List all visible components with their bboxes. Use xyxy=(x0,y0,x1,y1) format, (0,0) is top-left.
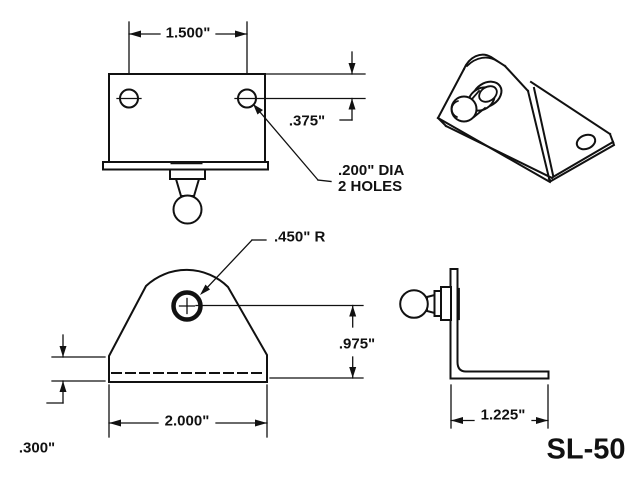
dimension-hole-height: .975" xyxy=(338,335,376,353)
dimension-base-width: 2.000" xyxy=(164,412,210,430)
dimension-base-depth: 1.225" xyxy=(480,405,526,423)
part-number: SL-50 xyxy=(546,433,626,466)
top-view xyxy=(102,21,366,225)
side-view xyxy=(269,268,550,429)
dimension-hole-spacing: 1.500" xyxy=(165,24,211,42)
front-view xyxy=(46,239,364,438)
dimension-flange-thickness: .300" xyxy=(18,438,56,456)
isometric-view xyxy=(436,53,616,184)
dimension-hole-offset: .375" xyxy=(288,111,326,129)
dimension-lug-radius: .450" R xyxy=(274,228,326,246)
hole-spec-note: .200" DIA 2 HOLES xyxy=(338,162,405,195)
